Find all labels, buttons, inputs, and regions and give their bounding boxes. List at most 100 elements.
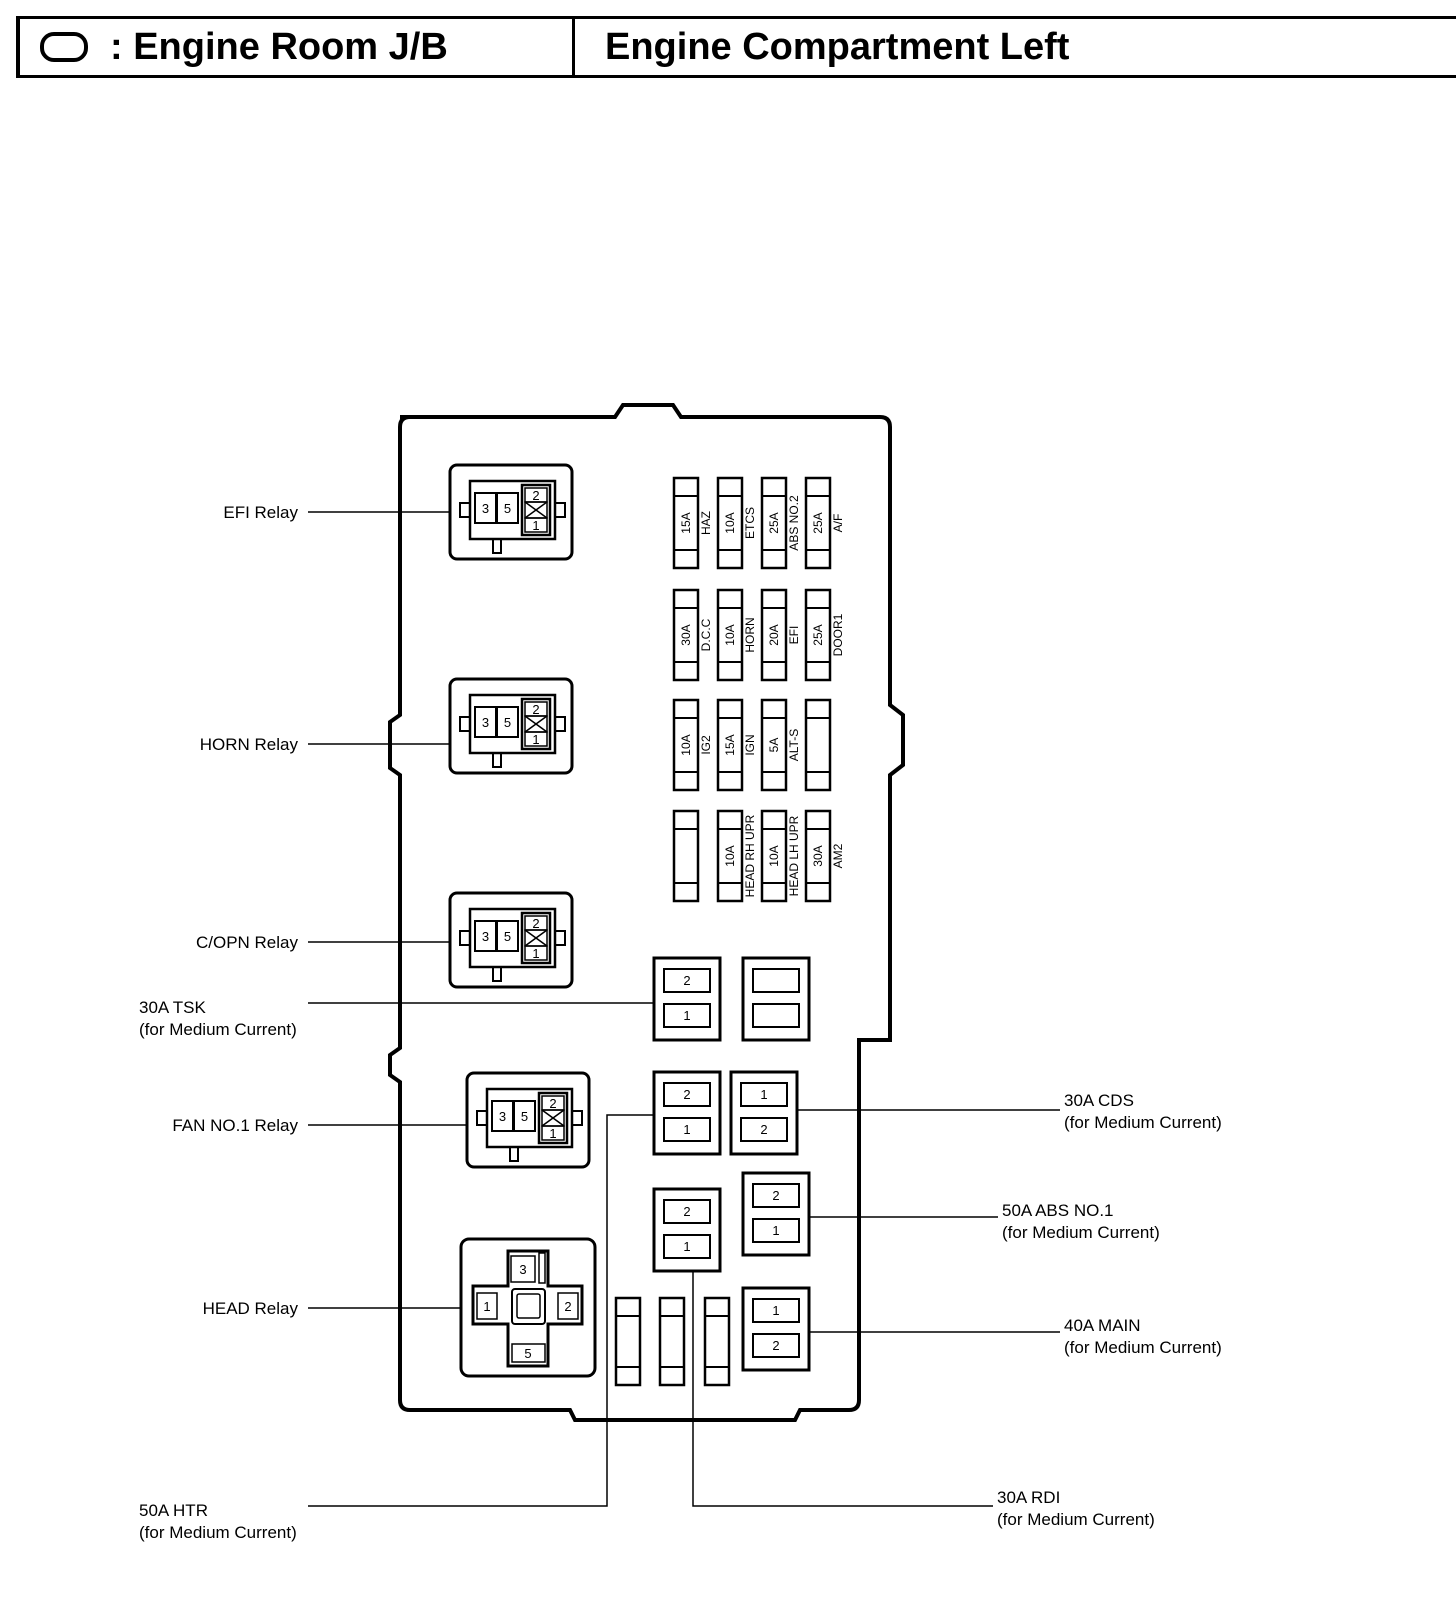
fuse-name-label: HAZ [699,511,713,535]
fuse-terminal-label: 2 [772,1338,779,1353]
mini-fuse: 10A ETCS [716,476,757,570]
fuse-terminal-label: 2 [760,1122,767,1137]
medium-fuse-spare [741,956,811,1042]
relay-label-c-opn: C/OPN Relay [196,933,299,952]
mini-fuse: 10A HORN [716,588,757,682]
slot-fuse [658,1296,686,1387]
relay-c-opn: 3 5 2 1 [448,891,574,989]
relay-pin-label: 1 [532,518,539,533]
medium-fuse-rdi: 2 1 [652,1187,722,1273]
fuse-label-htr: 50A HTR [139,1501,208,1520]
fuse-label-tsk: 30A TSK [139,998,206,1017]
fuse-note-htr: (for Medium Current) [139,1523,297,1542]
medium-fuse-abs-no1: 2 1 [741,1171,811,1257]
mini-fuse: 10A IG2 [672,698,713,792]
mini-fuse [672,809,700,903]
mini-fuse: 20A EFI [760,588,801,682]
fuse-terminal-label: 1 [683,1239,690,1254]
header-left-cell: : Engine Room J/B [20,19,575,75]
fuse-amp-label: 10A [723,512,737,533]
mini-fuse: 15A IGN [716,698,757,792]
fuse-label-cds: 30A CDS [1064,1091,1134,1110]
relay-pin-label: 2 [532,916,539,931]
relay-horn: 3 5 2 1 [448,677,574,775]
mini-fuse: 30A D.C.C [672,588,713,682]
relay-pin-label: 3 [482,929,489,944]
fuse-terminal-label: 2 [683,1087,690,1102]
fuse-name-label: IGN [743,734,757,755]
relay-fan-no1: 3 5 2 1 [465,1071,591,1169]
relay-pin-label: 1 [483,1299,490,1314]
fuse-name-label: HEAD LH UPR [787,815,801,896]
relay-label-fan-no1: FAN NO.1 Relay [172,1116,298,1135]
fuse-terminal-label: 1 [760,1087,767,1102]
fuse-label-main: 40A MAIN [1064,1316,1141,1335]
medium-fuse-htr: 2 1 [652,1070,722,1156]
medium-fuse-main: 1 2 [741,1286,811,1372]
relay-pin-label: 1 [532,732,539,747]
fuse-name-label: IG2 [699,735,713,755]
relay-pin-label: 3 [519,1262,526,1277]
slot-fuse [703,1296,731,1387]
fuse-amp-label: 15A [679,512,693,533]
mini-fuse: 5A ALT-S [760,698,801,792]
slot-fuse [614,1296,642,1387]
fuse-terminal-label: 2 [772,1188,779,1203]
fuse-terminal-label: 1 [772,1223,779,1238]
relay-pin-label: 5 [504,501,511,516]
oval-connector-icon [40,32,88,62]
fuse-amp-label: 20A [767,624,781,645]
mini-fuse: 25A DOOR1 [804,588,845,682]
fuse-note-abs-no1: (for Medium Current) [1002,1223,1160,1242]
fuse-terminal-label: 2 [683,973,690,988]
medium-fuse-cds: 1 2 [729,1070,799,1156]
fuse-terminal-label: 1 [683,1122,690,1137]
fuse-name-label: EFI [787,626,801,645]
fuse-name-label: ALT-S [787,729,801,761]
fuse-terminal-label: 1 [772,1303,779,1318]
relay-pin-label: 3 [482,715,489,730]
location-title: Engine Compartment Left [605,25,1070,68]
fuse-amp-label: 10A [723,624,737,645]
relay-pin-label: 5 [524,1346,531,1361]
mini-fuse: 15A HAZ [672,476,713,570]
fuse-amp-label: 15A [723,734,737,755]
fuse-note-cds: (for Medium Current) [1064,1113,1222,1132]
relay-efi: 3 5 2 1 [448,463,574,561]
fuse-name-label: ETCS [743,507,757,539]
fuse-note-main: (for Medium Current) [1064,1338,1222,1357]
fuse-amp-label: 25A [811,624,825,645]
fuse-amp-label: 30A [679,624,693,645]
relay-label-horn: HORN Relay [200,735,299,754]
fuse-amp-label: 30A [811,845,825,866]
relay-pin-label: 5 [521,1109,528,1124]
fuse-amp-label: 5A [767,738,781,753]
fuse-terminal-label: 1 [683,1008,690,1023]
fuse-amp-label: 10A [679,734,693,755]
relay-head: 3 1 2 5 [459,1237,597,1378]
relay-pin-label: 5 [504,715,511,730]
relay-pin-label: 2 [564,1299,571,1314]
fuse-note-tsk: (for Medium Current) [139,1020,297,1039]
fuse-name-label: HORN [743,617,757,652]
fuse-name-label: AM2 [831,843,845,868]
fuse-name-label: HEAD RH UPR [743,814,757,897]
relay-pin-label: 2 [532,702,539,717]
relay-pin-label: 2 [549,1096,556,1111]
relay-pin-label: 3 [482,501,489,516]
relay-pin-label: 1 [532,946,539,961]
fuse-note-rdi: (for Medium Current) [997,1510,1155,1529]
medium-fuse-tsk: 2 1 [652,956,722,1042]
fuse-name-label: D.C.C [699,618,713,651]
relay-pin-label: 2 [532,488,539,503]
fuse-amp-label: 25A [811,512,825,533]
fuse-amp-label: 25A [767,512,781,533]
relay-pin-label: 1 [549,1126,556,1141]
fuse-name-label: DOOR1 [831,613,845,656]
